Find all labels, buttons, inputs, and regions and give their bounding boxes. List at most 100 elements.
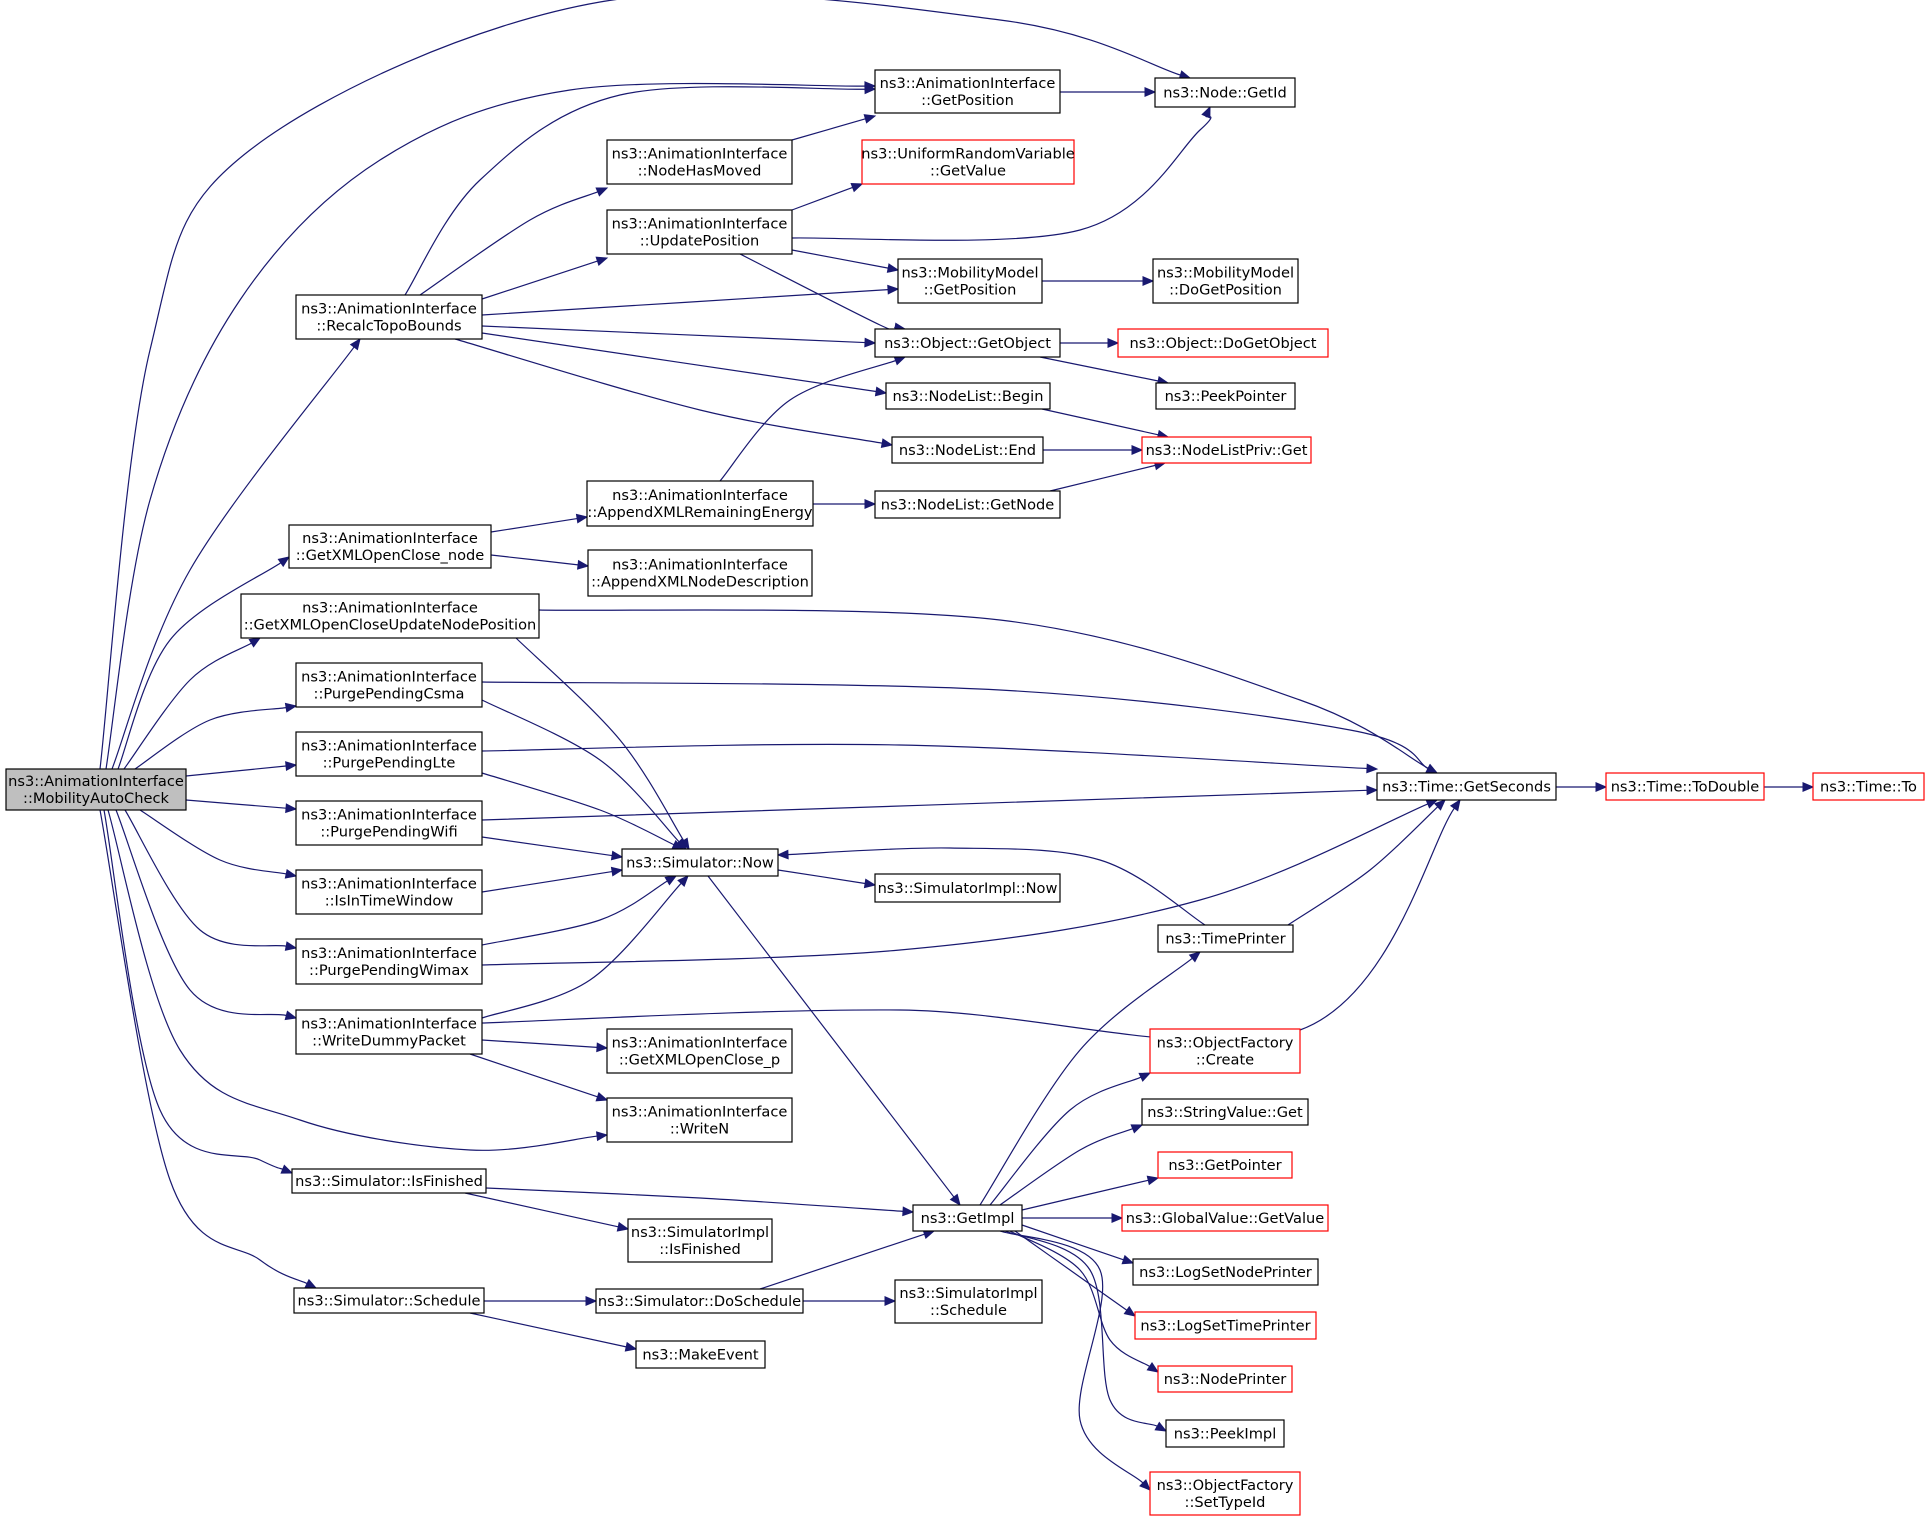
node-logsnp[interactable]: ns3::LogSetNodePrinter xyxy=(1132,1258,1319,1286)
node-timeto[interactable]: ns3::Time::To xyxy=(1812,772,1925,801)
node-box xyxy=(1149,1028,1301,1074)
node-mmgetpos[interactable]: ns3::MobilityModel::GetPosition xyxy=(897,258,1043,304)
node-ppwifi[interactable]: ns3::AnimationInterface::PurgePendingWif… xyxy=(295,800,483,846)
node-simsched[interactable]: ns3::Simulator::Schedule xyxy=(293,1287,485,1314)
node-updpos[interactable]: ns3::AnimationInterface::UpdatePosition xyxy=(606,209,793,255)
node-timegetsec[interactable]: ns3::Time::GetSeconds xyxy=(1376,772,1557,801)
node-ppwimax[interactable]: ns3::AnimationInterface::PurgePendingWim… xyxy=(295,938,483,985)
node-objdoget[interactable]: ns3::Object::DoGetObject xyxy=(1117,328,1329,358)
edge-isintw-to-simnow xyxy=(481,866,624,893)
edge-line xyxy=(107,809,598,1151)
edge-line xyxy=(124,809,287,947)
edge-getimpl-to-ofsettid xyxy=(999,1230,1151,1491)
edge-line xyxy=(481,807,1455,1042)
edge-recalc-to-nlbegin xyxy=(481,332,888,397)
edge-arrowhead xyxy=(949,1193,961,1207)
node-dosched[interactable]: ns3::Simulator::DoSchedule xyxy=(595,1288,804,1314)
edge-line xyxy=(1014,1230,1128,1311)
node-writen[interactable]: ns3::AnimationInterface::WriteN xyxy=(606,1097,793,1143)
node-label-line: ns3::Simulator::IsFinished xyxy=(295,1173,483,1190)
edge-getimpl-to-timeprinter xyxy=(979,951,1202,1206)
node-urvget[interactable]: ns3::UniformRandomVariable::GetValue xyxy=(861,139,1075,185)
edge-line xyxy=(469,1053,598,1098)
node-nlend[interactable]: ns3::NodeList::End xyxy=(891,436,1044,464)
node-nodegetid[interactable]: ns3::Node::GetId xyxy=(1154,77,1296,108)
node-wdp[interactable]: ns3::AnimationInterface::WriteDummyPacke… xyxy=(295,1009,483,1055)
node-box xyxy=(912,1204,1023,1232)
node-simimplnow[interactable]: ns3::SimulatorImpl::Now xyxy=(874,873,1061,903)
node-recalc[interactable]: ns3::AnimationInterface::RecalcTopoBound… xyxy=(295,294,483,340)
edge-getimpl-to-logsnp xyxy=(1021,1224,1135,1265)
edge-arrowhead xyxy=(585,1296,598,1306)
edge-updpos-to-objgetobj xyxy=(739,253,907,333)
edge-arrowhead xyxy=(1201,105,1211,119)
node-peekimpl[interactable]: ns3::PeekImpl xyxy=(1165,1419,1285,1448)
node-objgetobj[interactable]: ns3::Object::GetObject xyxy=(874,328,1061,358)
node-box xyxy=(606,139,793,185)
node-gxocp[interactable]: ns3::AnimationInterface::GetXMLOpenClose… xyxy=(606,1028,793,1074)
edge-arrowhead xyxy=(284,868,298,879)
edge-arrowhead xyxy=(1121,1254,1135,1265)
node-getpointer[interactable]: ns3::GetPointer xyxy=(1157,1151,1293,1179)
node-label-line: ::PurgePendingLte xyxy=(323,755,456,772)
node-nodeprinter[interactable]: ns3::NodePrinter xyxy=(1157,1365,1293,1393)
node-nlgetnode[interactable]: ns3::NodeList::GetNode xyxy=(874,490,1061,519)
node-label-line: ns3::AnimationInterface xyxy=(301,945,477,962)
node-ofcreate[interactable]: ns3::ObjectFactory::Create xyxy=(1149,1028,1301,1074)
node-gvgetval[interactable]: ns3::GlobalValue::GetValue xyxy=(1121,1204,1329,1232)
node-label-line: ::GetValue xyxy=(930,163,1006,180)
node-simnow[interactable]: ns3::Simulator::Now xyxy=(621,848,779,877)
node-box xyxy=(1152,258,1299,304)
node-label-line: ns3::NodeList::GetNode xyxy=(881,497,1055,514)
node-box xyxy=(885,382,1051,410)
node-label-line: ::Create xyxy=(1196,1052,1254,1069)
edge-getpos_ai-to-nodegetid xyxy=(1060,87,1157,97)
node-root[interactable]: ns3::AnimationInterface::MobilityAutoChe… xyxy=(5,768,187,811)
node-simimplfin[interactable]: ns3::SimulatorImpl::IsFinished xyxy=(627,1218,773,1263)
edge-gxoc_unp-to-timegetsec xyxy=(538,609,1439,774)
node-gxoc_unp[interactable]: ns3::AnimationInterface::GetXMLOpenClose… xyxy=(240,593,540,639)
node-ofsettid[interactable]: ns3::ObjectFactory::SetTypeId xyxy=(1149,1471,1301,1516)
node-peekptr[interactable]: ns3::PeekPointer xyxy=(1155,382,1296,410)
edge-root-to-writen xyxy=(107,809,609,1151)
node-logstp[interactable]: ns3::LogSetTimePrinter xyxy=(1134,1311,1317,1340)
edge-root-to-ppwifi xyxy=(185,799,298,814)
node-ppcsma[interactable]: ns3::AnimationInterface::PurgePendingCsm… xyxy=(295,662,483,708)
edge-root-to-recalc xyxy=(111,337,361,770)
edge-line xyxy=(123,642,252,770)
node-makeev[interactable]: ns3::MakeEvent xyxy=(635,1340,766,1369)
node-label-line: ::UpdatePosition xyxy=(640,233,760,250)
node-nlprivget[interactable]: ns3::NodeListPriv::Get xyxy=(1141,436,1312,464)
node-strvalget[interactable]: ns3::StringValue::Get xyxy=(1141,1098,1309,1126)
node-isintw[interactable]: ns3::AnimationInterface::IsInTimeWindow xyxy=(295,869,483,915)
edge-line xyxy=(999,1230,1144,1484)
edge-line xyxy=(777,869,866,885)
node-getpos_ai[interactable]: ns3::AnimationInterface::GetPosition xyxy=(874,69,1061,114)
node-nlbegin[interactable]: ns3::NodeList::Begin xyxy=(885,382,1051,410)
node-timeprinter[interactable]: ns3::TimePrinter xyxy=(1157,924,1294,953)
node-getimpl[interactable]: ns3::GetImpl xyxy=(912,1204,1023,1232)
node-pplte[interactable]: ns3::AnimationInterface::PurgePendingLte xyxy=(295,731,483,777)
node-timetodouble[interactable]: ns3::Time::ToDouble xyxy=(1605,772,1765,801)
node-box xyxy=(606,1097,793,1143)
node-label-line: ::IsInTimeWindow xyxy=(325,893,454,910)
node-label-line: ns3::PeekImpl xyxy=(1174,1426,1277,1443)
node-box xyxy=(293,1287,485,1314)
edge-root-to-pplte xyxy=(185,761,298,777)
node-label-line: ns3::SimulatorImpl::Now xyxy=(878,880,1058,897)
node-axnd[interactable]: ns3::AnimationInterface::AppendXMLNodeDe… xyxy=(587,549,813,597)
node-nhm[interactable]: ns3::AnimationInterface::NodeHasMoved xyxy=(606,139,793,185)
edge-arrowhead xyxy=(284,941,298,951)
edge-timeprinter-to-timegetsec xyxy=(1287,799,1446,926)
edge-line xyxy=(111,346,355,770)
edge-arrowhead xyxy=(1146,1362,1160,1373)
node-gxoc_node[interactable]: ns3::AnimationInterface::GetXMLOpenClose… xyxy=(288,524,492,569)
node-mmdogetpos[interactable]: ns3::MobilityModel::DoGetPosition xyxy=(1152,258,1299,304)
edge-line xyxy=(490,517,578,533)
node-label-line: ns3::TimePrinter xyxy=(1165,931,1285,948)
edge-arrowhead xyxy=(864,499,877,509)
node-axre[interactable]: ns3::AnimationInterface::AppendXMLRemain… xyxy=(586,480,814,527)
node-simimplsched[interactable]: ns3::SimulatorImpl::Schedule xyxy=(894,1279,1043,1324)
node-simfin[interactable]: ns3::Simulator::IsFinished xyxy=(291,1168,487,1194)
edge-root-to-ppwimax xyxy=(124,809,298,951)
